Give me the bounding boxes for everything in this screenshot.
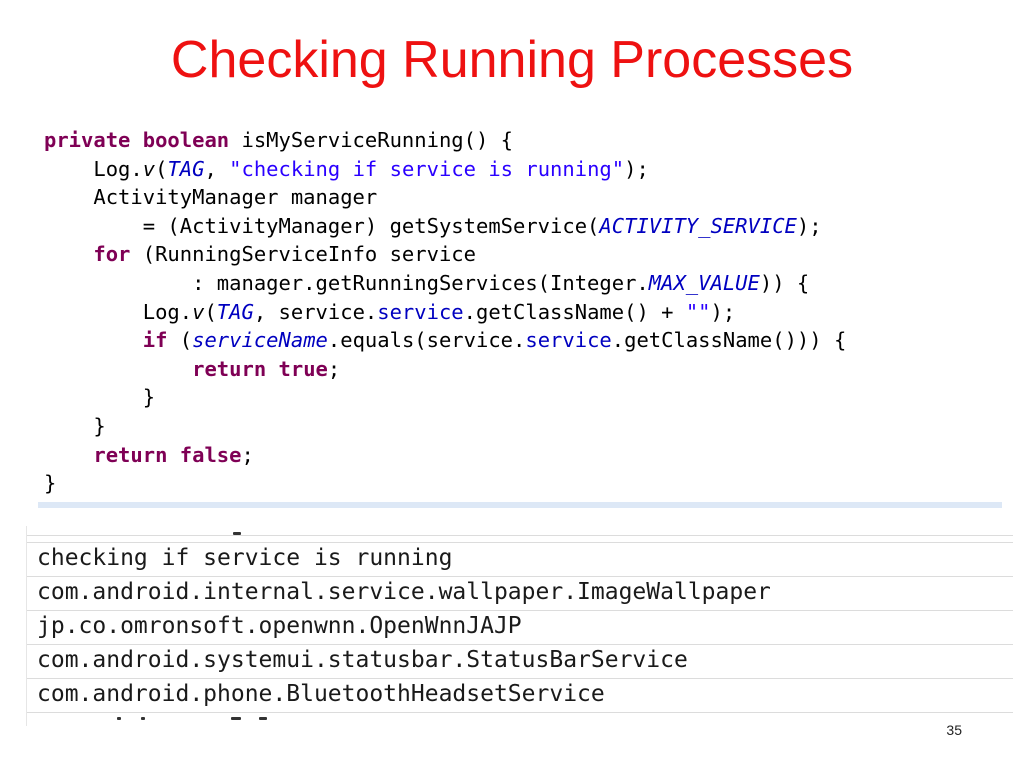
code-token: }	[44, 471, 57, 496]
code-token: (	[204, 299, 217, 324]
code-token: = (ActivityManager) getSystemService(	[44, 213, 600, 238]
code-token: service	[377, 299, 464, 324]
code-token: .getClassName() +	[463, 299, 686, 324]
code-token: ,	[204, 156, 230, 181]
code-snippet-panel: private boolean isMyServiceRunning() { L…	[38, 124, 1002, 508]
code-line: for (RunningServiceInfo service	[44, 240, 476, 268]
code-token: TAG	[167, 156, 205, 181]
code-token: private boolean	[44, 128, 230, 152]
code-token	[44, 242, 93, 266]
code-token: return true	[192, 356, 328, 381]
log-line: jp.co.omronsoft.openwnn.OpenWnnJAJP	[27, 610, 1013, 643]
code-token: "checking if service is running"	[229, 156, 625, 181]
clipped-row-top	[27, 526, 1013, 536]
code-line: private boolean isMyServiceRunning() {	[44, 126, 513, 154]
clipped-glyph	[141, 717, 145, 720]
code-token: }	[44, 414, 106, 438]
code-token: );	[624, 156, 649, 181]
code-line: return false;	[44, 441, 254, 469]
log-line: com.android.internal.service.wallpaper.I…	[27, 576, 1013, 609]
code-token: (	[167, 328, 193, 353]
code-line: Log.v(TAG, "checking if service is runni…	[44, 155, 649, 183]
code-line: return true;	[44, 355, 340, 383]
code-token: Log.	[44, 156, 143, 181]
code-token: );	[796, 213, 822, 238]
code-token: }	[44, 385, 156, 410]
code-line: }	[44, 469, 56, 497]
code-line: Log.v(TAG, service.service.getClassName(…	[44, 298, 735, 326]
code-line: }	[44, 383, 155, 411]
code-token: if	[142, 328, 168, 353]
code-token: )) {	[759, 271, 810, 295]
code-token: , service.	[253, 299, 378, 324]
code-line: ActivityManager manager	[44, 183, 377, 211]
code-token: serviceName	[192, 328, 328, 353]
clipped-glyph	[231, 717, 241, 720]
code-token: ""	[685, 299, 711, 324]
code-line: if (serviceName.equals(service.service.g…	[44, 326, 847, 354]
code-line: = (ActivityManager) getSystemService(ACT…	[44, 212, 822, 240]
code-token: ;	[327, 356, 341, 381]
code-token: (	[155, 156, 168, 181]
code-token: Log.	[44, 299, 193, 324]
code-token	[44, 328, 143, 352]
slide-title: Checking Running Processes	[170, 31, 854, 89]
code-token: (RunningServiceInfo service	[130, 242, 476, 267]
clipped-row-bottom	[27, 712, 1013, 722]
log-line: checking if service is running	[27, 542, 1013, 575]
log-line: com.android.phone.BluetoothHeadsetServic…	[27, 678, 1013, 711]
clipped-glyph	[259, 717, 267, 720]
code-token: .equals(service.	[327, 328, 526, 353]
code-token: ActivityManager manager	[44, 185, 378, 210]
code-token: v	[142, 156, 156, 181]
code-token	[44, 357, 192, 381]
log-line: com.android.systemui.statusbar.StatusBar…	[27, 644, 1013, 677]
clipped-glyph	[117, 717, 121, 720]
code-token: return false	[93, 442, 242, 467]
code-token: .getClassName())) {	[611, 328, 847, 353]
code-token: MAX_VALUE	[648, 271, 760, 295]
code-line: }	[44, 412, 106, 440]
code-token: ACTIVITY_SERVICE	[599, 213, 797, 238]
code-token: for	[93, 242, 131, 267]
code-token: v	[192, 299, 205, 324]
code-token: ;	[241, 442, 254, 467]
code-token	[44, 443, 93, 467]
code-token: isMyServiceRunning() {	[229, 128, 514, 152]
code-line: : manager.getRunningServices(Integer.MAX…	[44, 269, 809, 297]
code-token: service	[525, 328, 612, 353]
code-token: );	[710, 299, 736, 324]
page-number: 35	[946, 722, 962, 738]
code-token: TAG	[216, 299, 254, 324]
code-token: : manager.getRunningServices(Integer.	[44, 271, 649, 295]
